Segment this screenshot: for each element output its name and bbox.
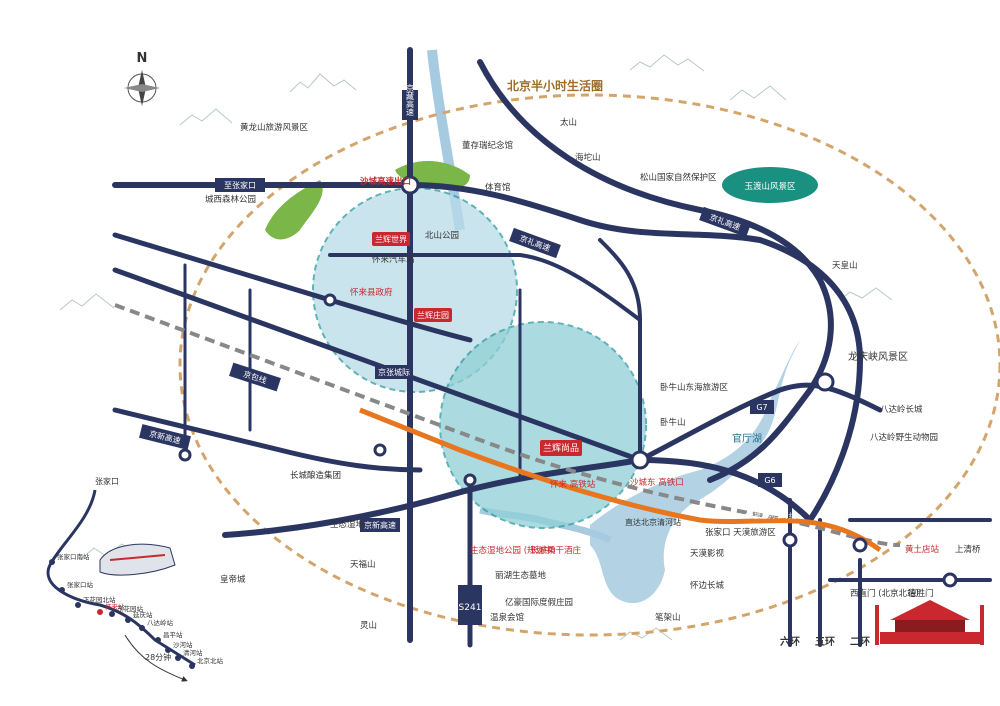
- poi-yihao: 亿豪国际度假庄园: [505, 597, 573, 608]
- project-lanzhi-south: 兰辉尚品: [543, 442, 579, 454]
- poi-huangtudian: 黄土店站: [905, 544, 940, 555]
- highway-label-jingxin-2: 京新高速: [364, 520, 396, 530]
- poi-huailai-gov: 怀来县政府: [350, 287, 393, 298]
- poi-zhangjiakou-port: 张家口 天漠旅游区: [705, 527, 776, 538]
- rail-lines: [114, 303, 901, 553]
- poi-changcheng-winery: 长城酿造集团: [290, 470, 341, 481]
- poi-lingshan: 灵山: [360, 620, 377, 631]
- highway-label-jingzhang-rail: 京张城际: [378, 367, 410, 377]
- poi-beishan-park: 北山公园: [425, 230, 459, 241]
- poi-tianhuangshan: 天皇山: [832, 260, 858, 271]
- highway-label-g6: G6: [764, 476, 775, 485]
- rail-station-dot: [155, 637, 161, 643]
- poi-wetland-park: 生态湿地公园 (规划中): [470, 545, 556, 556]
- rail-inset-start: 张家口: [95, 476, 119, 486]
- guanting-lake: [590, 340, 800, 604]
- rail-station-dot: [49, 559, 55, 565]
- rail-station-dot: [59, 587, 65, 593]
- poi-labels: 黄龙山旅游风景区 城西森林公园 沙城高速出口 北山公园 董存瑞纪念馆 体育馆 太…: [205, 117, 981, 648]
- compass: N: [124, 51, 160, 106]
- rail-station-label: 北京北站: [197, 656, 224, 665]
- poi-shacheng-exit: 沙城高速出口: [360, 176, 411, 187]
- rail-station-label: 张家口南站: [57, 552, 90, 561]
- poi-woniu2: 卧牛山: [660, 417, 686, 428]
- rail-station-dot: [189, 663, 195, 669]
- poi-tiyuguan: 体育馆: [485, 182, 511, 193]
- project-markers: 兰辉世界 兰辉庄园 兰辉尚品: [372, 232, 582, 456]
- poi-tianfushan: 天福山: [350, 559, 376, 570]
- highway-label-g7: G7: [756, 403, 767, 412]
- rail-station-dot: [125, 617, 131, 623]
- rail-station-label: 八达岭站: [147, 618, 174, 627]
- poi-shacheng-east: 沙城东 高铁口: [630, 477, 684, 488]
- poi-bilaishan: 笔架山: [655, 612, 681, 623]
- tiananmen-illustration: [875, 600, 984, 645]
- highway-label-s241: S241: [459, 603, 482, 613]
- compass-letter: N: [137, 51, 148, 66]
- train-icon: [99, 543, 176, 576]
- rail-station-label: 东花园站: [117, 604, 144, 613]
- poi-ring5: 五环: [815, 636, 835, 648]
- poi-huangdi-city: 皇帝城: [220, 574, 246, 585]
- project-lanzhi-center: 兰辉庄园: [417, 310, 449, 320]
- poi-wenquan: 温泉会馆: [490, 612, 524, 623]
- rail-station-dot: [139, 625, 145, 631]
- green-hill-2: [395, 160, 470, 189]
- poi-ring6: 六环: [780, 635, 800, 648]
- interchanges: [178, 175, 958, 588]
- poi-shengtai-wetland: 生态湿地: [330, 519, 365, 530]
- rail-station-label: 昌平站: [163, 630, 183, 639]
- green-hill: [265, 180, 323, 240]
- rail-station-label: 延庆站: [133, 610, 153, 619]
- poi-woniushan: 卧牛山东海旅游区: [660, 382, 729, 393]
- highway-label-zhangjiakou: 至张家口: [224, 180, 256, 190]
- rail-station-label: 张家口站: [67, 580, 94, 589]
- poi-changcheng-grape: 长城桑干酒庄: [530, 545, 582, 556]
- poi-dongcun: 董存瑞纪念馆: [462, 140, 513, 151]
- poi-badaling-zoo: 八达岭野生动物园: [870, 432, 938, 443]
- rail-station-dot: [75, 602, 81, 608]
- project-lanzhi-north: 兰辉世界: [375, 234, 407, 244]
- rail-station-dot: [97, 609, 103, 615]
- poi-haituoshan: 海坨山: [575, 152, 601, 163]
- rail-station-label: 清河站: [183, 648, 203, 657]
- poi-yudu: 玉渡山风景区: [744, 181, 796, 192]
- poi-taishan: 太山: [560, 117, 577, 128]
- half-hour-ring: [178, 93, 1000, 637]
- rail-station-label: 下花园北站: [83, 595, 116, 604]
- highway-network: [112, 47, 992, 648]
- poi-longqingxia: 龙庆峡风景区: [848, 350, 908, 363]
- poi-tianmo: 天漠影视: [690, 548, 725, 559]
- poi-guanbian: 怀边长城: [690, 580, 725, 591]
- poi-guantinghu: 官厅湖: [732, 432, 762, 445]
- rail-inset-duration: 28分钟: [145, 652, 171, 662]
- mountain-decor: [59, 54, 893, 641]
- rail-inset: 张家口 张家口南站张家口站下花园北站怀来站东花园站延庆站八达岭站昌平站沙河站清河…: [46, 476, 224, 682]
- rail-station-dot: [175, 655, 181, 661]
- poi-badaling-wall: 八达岭长城: [880, 404, 923, 415]
- rail-station-label: 沙河站: [173, 640, 193, 649]
- rail-station-dot: [109, 611, 115, 617]
- poi-chengxi-park: 城西森林公园: [205, 194, 256, 205]
- ring-label: 北京半小时生活圈: [507, 78, 603, 93]
- poi-huailai-bus: 怀来汽车站: [372, 254, 415, 265]
- poi-ring2: 二环: [850, 636, 870, 648]
- poi-lixian-cemetery: 丽湖生态墓地: [495, 570, 547, 581]
- poi-deshengmen: 德胜门: [908, 588, 934, 599]
- poi-huanglongshan: 黄龙山旅游风景区: [240, 122, 309, 133]
- poi-xizhimen: 西直门 (北京北站): [850, 588, 919, 599]
- rail-station-dot: [165, 647, 171, 653]
- poi-songshan: 松山国家自然保护区: [640, 172, 717, 183]
- highway-label-jingzang: 京藏高速: [406, 83, 415, 117]
- poi-shangqing: 上清桥: [955, 544, 981, 555]
- poi-jingzhang-tips: 直达北京清河站: [625, 517, 681, 527]
- rail-station-label: 怀来站: [105, 602, 125, 611]
- poi-huailai-sta: 怀来 高铁站: [550, 479, 596, 490]
- poi-s2-line: S2旅游列车专线: [745, 511, 796, 520]
